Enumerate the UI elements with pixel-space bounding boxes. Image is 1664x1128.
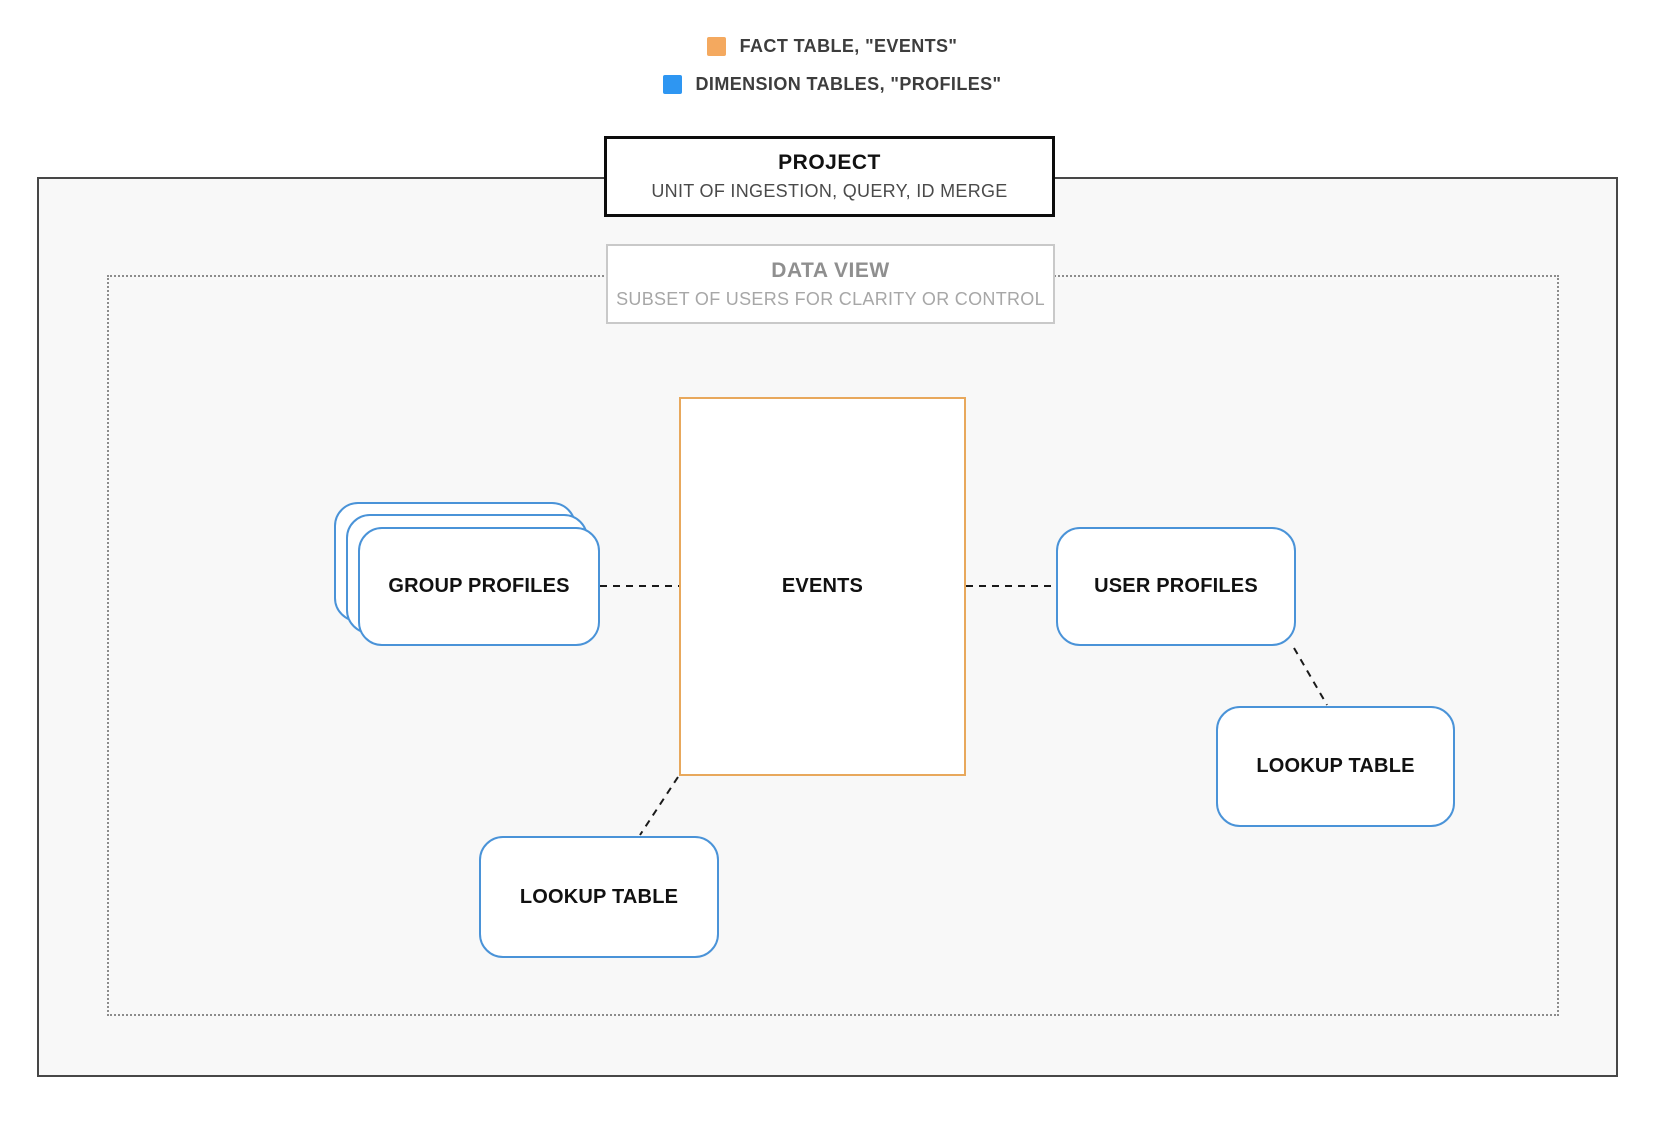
data-view-title: DATA VIEW xyxy=(771,258,890,282)
lookup-table-right-label: LOOKUP TABLE xyxy=(1256,755,1415,777)
data-view-subtitle: SUBSET OF USERS FOR CLARITY OR CONTROL xyxy=(616,288,1045,309)
group-profiles-node: GROUP PROFILES xyxy=(358,527,600,646)
lookup-table-bottom-label: LOOKUP TABLE xyxy=(519,885,679,908)
data-view-box: DATA VIEW SUBSET OF USERS FOR CLARITY OR… xyxy=(606,244,1055,324)
legend-label-fact-table: FACT TABLE, "EVENTS" xyxy=(739,36,958,56)
fact-table-swatch-icon xyxy=(706,37,726,56)
group-profiles-label: GROUP PROFILES xyxy=(388,575,570,597)
dimension-tables-swatch-icon xyxy=(662,75,682,94)
events-label: EVENTS xyxy=(781,575,864,597)
lookup-table-bottom-node: LOOKUP TABLE xyxy=(479,836,719,958)
legend-label-dimension-tables: DIMENSION TABLES, "PROFILES" xyxy=(695,74,1002,94)
events-node: EVENTS xyxy=(679,397,966,776)
project-box: PROJECT UNIT OF INGESTION, QUERY, ID MER… xyxy=(604,136,1055,217)
user-profiles-node: USER PROFILES xyxy=(1056,527,1296,646)
legend-item-fact-table: FACT TABLE, "EVENTS" xyxy=(706,36,958,57)
legend-item-dimension-tables: DIMENSION TABLES, "PROFILES" xyxy=(662,74,1002,95)
legend: FACT TABLE, "EVENTS" DIMENSION TABLES, "… xyxy=(0,36,1664,95)
user-profiles-label: USER PROFILES xyxy=(1094,575,1258,597)
lookup-table-right-node: LOOKUP TABLE xyxy=(1216,706,1455,827)
project-subtitle: UNIT OF INGESTION, QUERY, ID MERGE xyxy=(651,181,1008,201)
project-title: PROJECT xyxy=(778,151,881,174)
